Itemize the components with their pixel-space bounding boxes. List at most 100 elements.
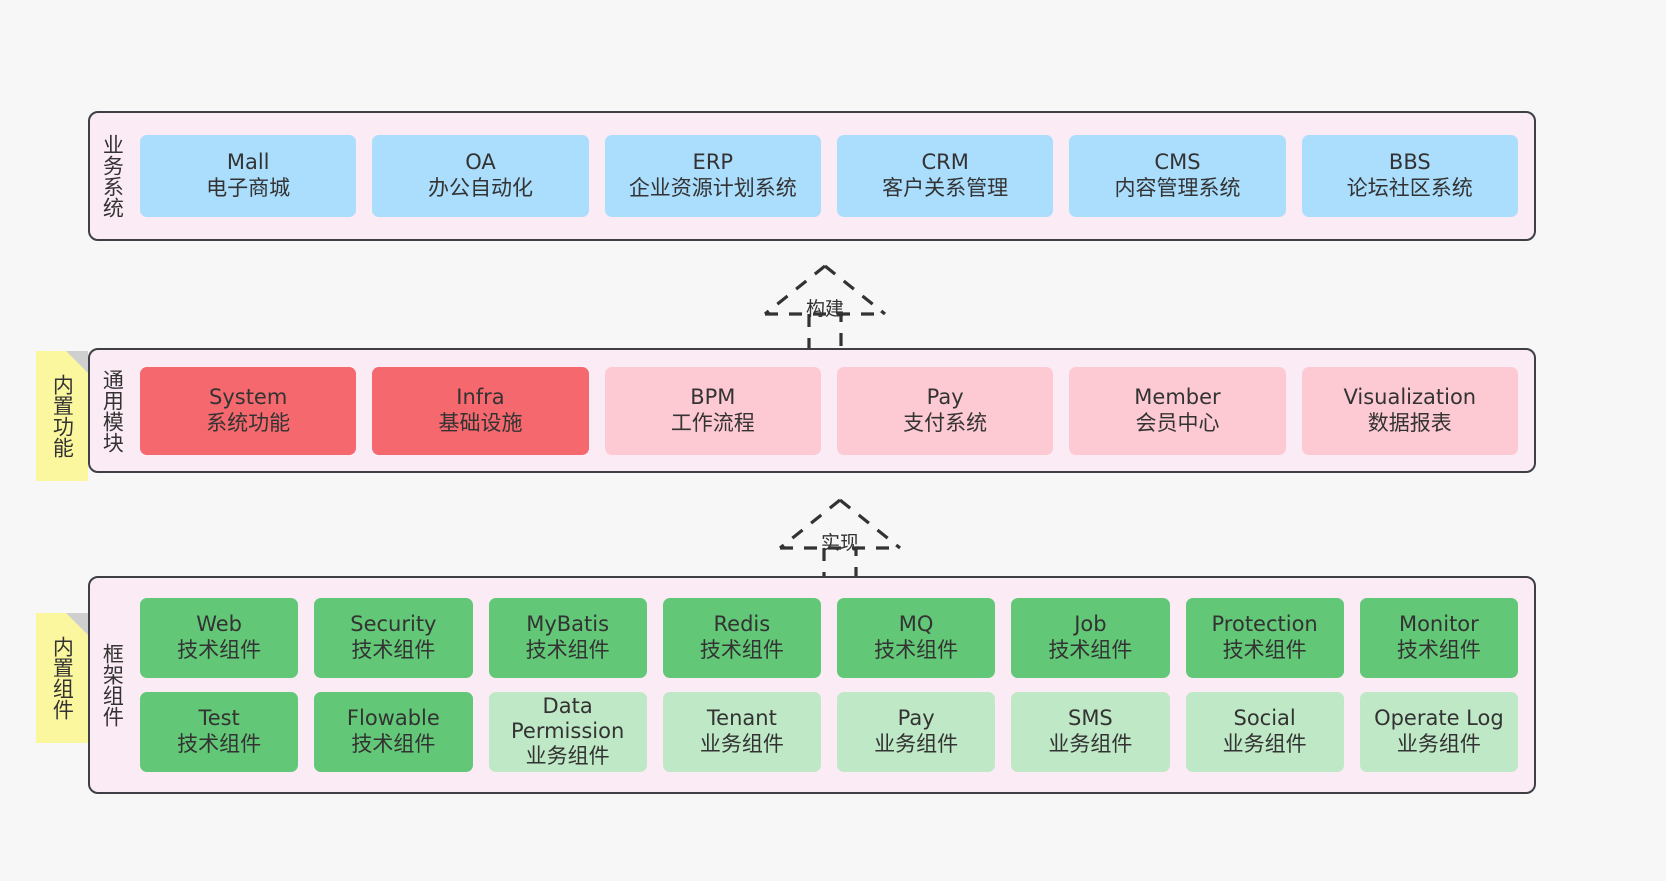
card-title: BPM xyxy=(690,384,736,409)
card-web[interactable]: Web 技术组件 xyxy=(140,598,299,678)
card-title: Flowable xyxy=(346,706,440,731)
card-subtitle: 系统功能 xyxy=(206,410,291,435)
card-monitor[interactable]: Monitor 技术组件 xyxy=(1359,598,1518,678)
card-subtitle: 会员中心 xyxy=(1135,410,1220,435)
note-fold-corner-icon xyxy=(66,351,88,373)
card-subtitle: 业务组件 xyxy=(874,732,959,756)
card-title: ERP xyxy=(692,150,734,175)
note-label: 内置组件 xyxy=(50,636,75,720)
card-subtitle: 办公自动化 xyxy=(427,176,533,200)
card-title: CRM xyxy=(921,150,969,175)
card-mq[interactable]: MQ 技术组件 xyxy=(837,598,996,678)
note-fold-corner-icon xyxy=(66,613,88,635)
card-subtitle: 技术组件 xyxy=(699,638,784,662)
card-sms[interactable]: SMS 业务组件 xyxy=(1011,692,1170,772)
card-subtitle: 技术组件 xyxy=(177,638,262,662)
card-row: Web 技术组件 Security 技术组件 MyBatis 技术组件 Redi… xyxy=(140,598,1518,678)
card-infra[interactable]: Infra 基础设施 xyxy=(372,366,589,455)
card-title: Redis xyxy=(713,612,771,637)
card-subtitle: 业务组件 xyxy=(1048,732,1133,756)
card-title: Protection xyxy=(1211,612,1318,637)
card-title: MQ xyxy=(898,612,934,637)
card-title: Data Permission xyxy=(510,694,625,744)
layer-body-common-modules: System 系统功能 Infra 基础设施 BPM 工作流程 Pay 支付系统… xyxy=(134,350,1534,471)
card-subtitle: 业务组件 xyxy=(1396,732,1481,756)
layer-business-systems: 业务系统 Mall 电子商城 OA 办公自动化 ERP 企业资源计划系统 CRM… xyxy=(88,111,1536,241)
card-erp[interactable]: ERP 企业资源计划系统 xyxy=(604,135,821,217)
layer-common-modules: 通用模块 System 系统功能 Infra 基础设施 BPM 工作流程 Pay… xyxy=(88,348,1536,473)
card-oa[interactable]: OA 办公自动化 xyxy=(372,135,589,217)
card-title: SMS xyxy=(1067,706,1113,731)
card-subtitle: 技术组件 xyxy=(874,638,959,662)
card-title: Social xyxy=(1233,706,1296,731)
card-subtitle: 企业资源计划系统 xyxy=(628,176,797,200)
card-member[interactable]: Member 会员中心 xyxy=(1069,366,1286,455)
card-subtitle: 基础设施 xyxy=(438,410,523,435)
card-crm[interactable]: CRM 客户关系管理 xyxy=(836,135,1054,217)
card-job[interactable]: Job 技术组件 xyxy=(1011,598,1170,678)
card-subtitle: 客户关系管理 xyxy=(882,176,1009,200)
card-mybatis[interactable]: MyBatis 技术组件 xyxy=(488,598,647,678)
card-subtitle: 技术组件 xyxy=(177,732,262,756)
card-redis[interactable]: Redis 技术组件 xyxy=(662,598,821,678)
layer-title-common-modules: 通用模块 xyxy=(100,368,125,453)
card-subtitle: 技术组件 xyxy=(1222,638,1307,662)
card-subtitle: 论坛社区系统 xyxy=(1346,176,1473,200)
card-title: MyBatis xyxy=(526,612,610,637)
card-pay-component[interactable]: Pay 业务组件 xyxy=(837,692,996,772)
card-title: Security xyxy=(350,612,437,637)
card-visualization[interactable]: Visualization 数据报表 xyxy=(1301,366,1518,455)
card-subtitle: 业务组件 xyxy=(525,744,610,769)
card-social[interactable]: Social 业务组件 xyxy=(1185,692,1344,772)
card-title: Pay xyxy=(926,384,964,409)
card-mall[interactable]: Mall 电子商城 xyxy=(140,135,357,217)
card-subtitle: 技术组件 xyxy=(351,638,436,662)
card-test[interactable]: Test 技术组件 xyxy=(140,692,299,772)
card-title: Infra xyxy=(456,384,505,409)
layer-title-framework-components: 框架组件 xyxy=(100,643,125,727)
card-subtitle: 支付系统 xyxy=(903,410,988,435)
card-title: Test xyxy=(198,706,240,731)
card-subtitle: 业务组件 xyxy=(699,732,784,756)
card-protection[interactable]: Protection 技术组件 xyxy=(1185,598,1344,678)
card-row: System 系统功能 Infra 基础设施 BPM 工作流程 Pay 支付系统… xyxy=(140,366,1518,455)
note-label: 内置功能 xyxy=(50,374,75,458)
card-subtitle: 技术组件 xyxy=(351,732,436,756)
card-flowable[interactable]: Flowable 技术组件 xyxy=(314,692,473,772)
card-subtitle: 内容管理系统 xyxy=(1114,176,1241,200)
card-title: OA xyxy=(465,150,496,175)
card-operate-log[interactable]: Operate Log 业务组件 xyxy=(1359,692,1518,772)
card-title: Pay xyxy=(897,706,935,731)
card-bbs[interactable]: BBS 论坛社区系统 xyxy=(1301,135,1518,217)
card-title: Mall xyxy=(226,150,270,175)
card-row: Test 技术组件 Flowable 技术组件 Data Permission … xyxy=(140,692,1518,772)
card-tenant[interactable]: Tenant 业务组件 xyxy=(662,692,821,772)
layer-title-business-systems: 业务系统 xyxy=(100,134,125,218)
card-cms[interactable]: CMS 内容管理系统 xyxy=(1069,135,1286,217)
connector-build: 构建 xyxy=(735,258,915,353)
connector-implement: 实现 xyxy=(750,492,930,587)
connector-label: 构建 xyxy=(805,298,845,320)
card-title: Tenant xyxy=(706,706,777,731)
card-title: Operate Log xyxy=(1374,706,1504,731)
card-security[interactable]: Security 技术组件 xyxy=(314,598,473,678)
card-title: Web xyxy=(196,612,243,637)
card-subtitle: 业务组件 xyxy=(1222,732,1307,756)
card-title: Monitor xyxy=(1398,612,1479,637)
note-builtin-functions: 内置功能 xyxy=(36,351,88,481)
card-subtitle: 数据报表 xyxy=(1367,410,1452,435)
card-bpm[interactable]: BPM 工作流程 xyxy=(604,366,821,455)
connector-label: 实现 xyxy=(820,532,860,554)
card-data-permission[interactable]: Data Permission 业务组件 xyxy=(488,692,647,772)
layer-body-framework-components: Web 技术组件 Security 技术组件 MyBatis 技术组件 Redi… xyxy=(134,578,1534,792)
card-title: Visualization xyxy=(1343,384,1477,409)
card-row: Mall 电子商城 OA 办公自动化 ERP 企业资源计划系统 CRM 客户关系… xyxy=(140,135,1518,217)
card-title: System xyxy=(209,384,288,409)
card-subtitle: 工作流程 xyxy=(670,410,755,435)
card-system[interactable]: System 系统功能 xyxy=(140,366,357,455)
card-pay[interactable]: Pay 支付系统 xyxy=(836,366,1054,455)
card-subtitle: 技术组件 xyxy=(1048,638,1133,662)
card-subtitle: 电子商城 xyxy=(206,176,291,200)
card-subtitle: 技术组件 xyxy=(525,638,610,662)
